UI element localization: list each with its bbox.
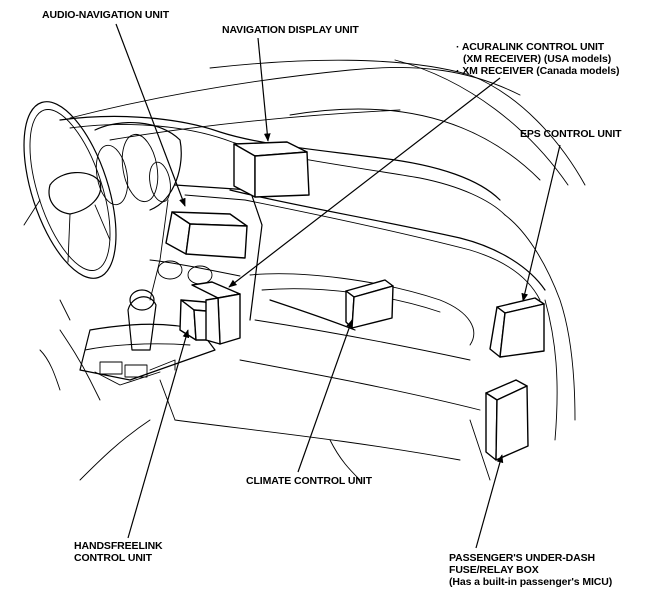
label-navigation-display-unit: NAVIGATION DISPLAY UNIT [222, 24, 359, 36]
leader-navigation-display [257, 37, 271, 142]
leader-acuralink [228, 77, 501, 288]
floor-lines [79, 299, 558, 481]
leader-climate-control [297, 319, 353, 473]
label-text-line2: (XM RECEIVER) (USA models) [463, 53, 612, 65]
leader-eps-control [521, 144, 561, 302]
label-text: CLIMATE CONTROL UNIT [246, 475, 372, 487]
label-text: EPS CONTROL UNIT [520, 128, 622, 140]
windshield-outline [69, 59, 586, 186]
label-acuralink-control-unit: · ACURALINK CONTROL UNIT (XM RECEIVER) (… [456, 41, 619, 77]
climate-control-unit-box [345, 279, 394, 329]
label-audio-navigation-unit: AUDIO-NAVIGATION UNIT [42, 9, 169, 21]
label-text-line2: CONTROL UNIT [74, 552, 152, 564]
leader-fuse-relay-box [475, 454, 504, 549]
acuralink-unit-box [191, 281, 241, 345]
label-text: AUDIO-NAVIGATION UNIT [42, 9, 170, 21]
label-eps-control-unit: EPS CONTROL UNIT [520, 128, 622, 140]
label-text-line1: HANDSFREELINK [74, 540, 163, 552]
label-fuse-relay-box: PASSENGER'S UNDER-DASH FUSE/RELAY BOX (H… [449, 552, 612, 588]
fuse-relay-box [485, 379, 529, 461]
navigation-display-unit-box [233, 141, 310, 198]
label-text-line3: · XM RECEIVER (Canada models) [456, 65, 620, 77]
steering-wheel [23, 101, 117, 279]
leader-lines [115, 23, 561, 549]
label-text-line3: (Has a built-in passenger's MICU) [449, 576, 613, 588]
label-text-line1: PASSENGER'S UNDER-DASH [449, 552, 595, 564]
eps-control-unit-box [489, 297, 545, 358]
label-climate-control-unit: CLIMATE CONTROL UNIT [246, 475, 372, 487]
leader-handsfreelink [127, 329, 190, 539]
label-text-line2: FUSE/RELAY BOX [449, 564, 539, 576]
center-console [39, 289, 216, 401]
label-text: NAVIGATION DISPLAY UNIT [222, 24, 359, 36]
audio-navigation-unit-box [165, 211, 248, 259]
label-handsfreelink-control-unit: HANDSFREELINK CONTROL UNIT [74, 540, 163, 564]
leader-audio-navigation [115, 23, 186, 207]
label-text-line1: · ACURALINK CONTROL UNIT [456, 41, 605, 53]
instrument-cluster [94, 121, 182, 211]
